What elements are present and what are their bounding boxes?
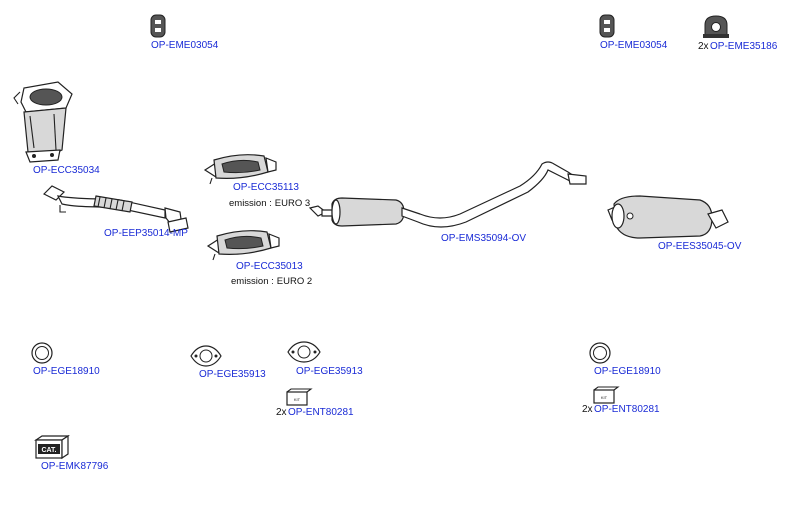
kit-box-icon[interactable]: KIT xyxy=(593,386,620,404)
part-link-ecc35034[interactable]: OP-ECC35034 xyxy=(33,165,100,176)
part-link-ege18910[interactable]: OP-EGE18910 xyxy=(33,366,100,377)
kit-box-icon[interactable]: KIT xyxy=(286,388,313,406)
middle-silencer-icon[interactable] xyxy=(308,161,587,228)
quantity-label: 2x xyxy=(582,404,593,415)
cat-box-text: CAT. xyxy=(41,447,56,454)
catalytic-converter-icon[interactable] xyxy=(203,154,277,185)
catalytic-converter-icon[interactable] xyxy=(206,230,280,261)
part-link-ege35913[interactable]: OP-EGE35913 xyxy=(199,369,266,380)
rubber-mount-icon[interactable] xyxy=(703,15,729,38)
part-link-eme03054[interactable]: OP-EME03054 xyxy=(151,40,219,51)
flange-gasket-icon[interactable] xyxy=(287,341,321,363)
emission-value: EURO 3 xyxy=(274,198,311,209)
emission-note: emission :EURO 2 xyxy=(231,276,312,287)
part-link-ege18910[interactable]: OP-EGE18910 xyxy=(594,366,661,377)
part-link-ent80281[interactable]: OP-ENT80281 xyxy=(594,404,660,415)
kit-box-text: KIT xyxy=(601,395,608,400)
emission-label: emission : xyxy=(229,198,272,209)
ring-gasket-icon[interactable] xyxy=(589,342,611,364)
front-pipe-icon[interactable] xyxy=(42,185,189,233)
kit-box-text: KIT xyxy=(294,397,301,402)
emission-note: emission :EURO 3 xyxy=(229,198,310,209)
emission-label: emission : xyxy=(231,276,274,287)
quantity-label: 2x xyxy=(698,41,709,52)
part-link-eme35186[interactable]: OP-EME35186 xyxy=(710,41,778,52)
rubber-hanger-icon[interactable] xyxy=(150,14,166,38)
part-link-ecc35113[interactable]: OP-ECC35113 xyxy=(233,182,299,193)
flange-gasket-icon[interactable] xyxy=(190,345,222,367)
part-link-ems35094-ov[interactable]: OP-EMS35094-OV xyxy=(441,233,527,244)
rubber-hanger-icon[interactable] xyxy=(599,14,615,38)
emission-value: EURO 2 xyxy=(276,276,313,287)
part-link-eep35014-mp[interactable]: OP-EEP35014-MP xyxy=(104,228,188,239)
quantity-label: 2x xyxy=(276,407,287,418)
part-link-emk87796[interactable]: OP-EMK87796 xyxy=(41,461,109,472)
part-link-eme03054[interactable]: OP-EME03054 xyxy=(600,40,668,51)
part-link-ege35913[interactable]: OP-EGE35913 xyxy=(296,366,363,377)
part-link-ees35045-ov[interactable]: OP-EES35045-OV xyxy=(658,241,742,252)
cat-box-icon[interactable]: CAT. xyxy=(34,434,70,460)
rear-silencer-icon[interactable] xyxy=(607,195,729,239)
part-link-ent80281[interactable]: OP-ENT80281 xyxy=(288,407,354,418)
part-link-ecc35013[interactable]: OP-ECC35013 xyxy=(236,261,303,272)
ring-gasket-icon[interactable] xyxy=(31,342,53,364)
catalytic-converter-icon[interactable] xyxy=(13,81,73,163)
